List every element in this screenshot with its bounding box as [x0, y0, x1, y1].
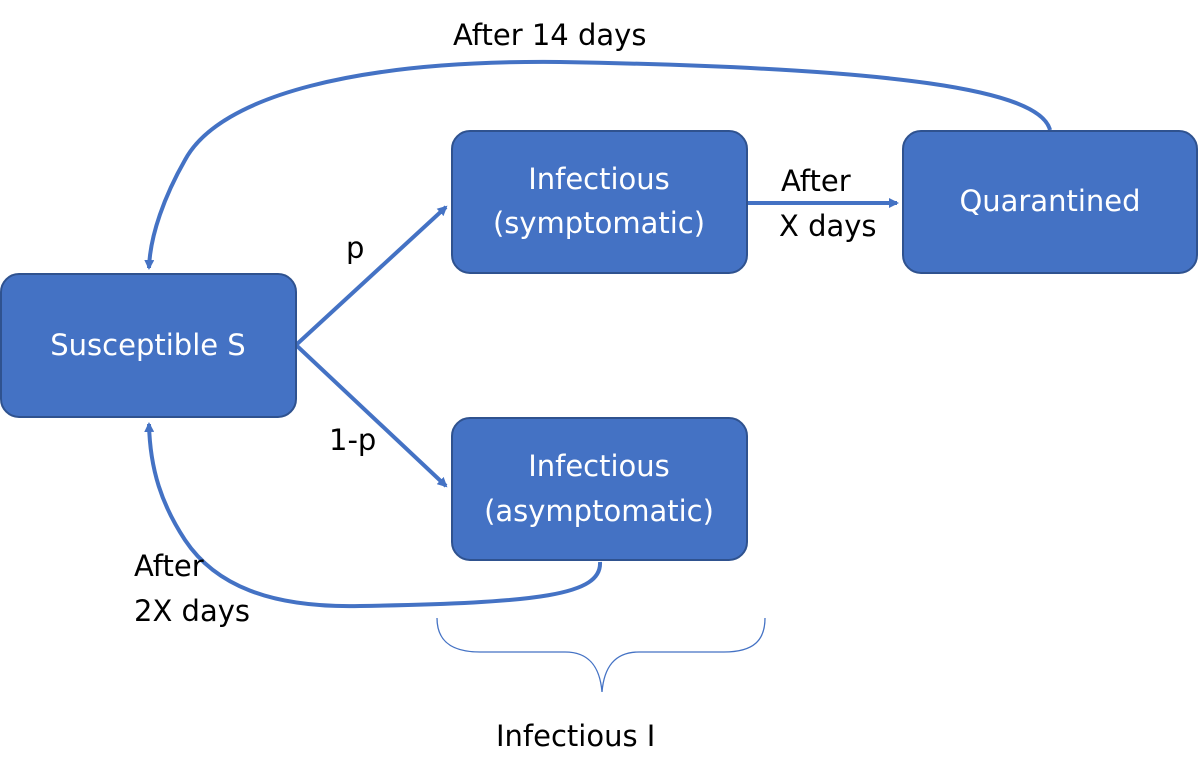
label-after-2x-days-line2: 2X days: [134, 594, 250, 628]
edge-asymptomatic-to-susceptible: [144, 422, 603, 609]
node-susceptible: Susceptible S: [0, 273, 297, 418]
label-after-x-days-line1: After: [781, 164, 851, 198]
label-after-2x-days-line1: After: [134, 549, 204, 583]
node-infectious-asymptomatic-line1: Infectious: [528, 449, 670, 483]
infectious-group-brace: [436, 617, 766, 693]
edge-susceptible-to-asymptomatic: [294, 343, 448, 488]
label-infectious-group: Infectious I: [496, 719, 655, 753]
node-infectious-asymptomatic: Infectious (asymptomatic): [451, 417, 748, 561]
label-after-x-days-line2: X days: [779, 209, 877, 243]
edge-susceptible-to-symptomatic: [294, 205, 448, 347]
label-after-14-days: After 14 days: [453, 18, 646, 52]
node-quarantined-label: Quarantined: [959, 184, 1140, 218]
node-infectious-symptomatic: Infectious (symptomatic): [451, 130, 748, 274]
node-infectious-symptomatic-line1: Infectious: [528, 162, 670, 196]
label-p: p: [346, 231, 364, 265]
node-quarantined: Quarantined: [902, 130, 1198, 274]
node-infectious-symptomatic-line2: (symptomatic): [493, 206, 705, 240]
edge-quarantined-to-susceptible: [144, 59, 1052, 270]
label-1-p: 1-p: [329, 423, 376, 457]
node-susceptible-label: Susceptible S: [50, 328, 245, 362]
node-infectious-asymptomatic-line2: (asymptomatic): [484, 494, 714, 528]
